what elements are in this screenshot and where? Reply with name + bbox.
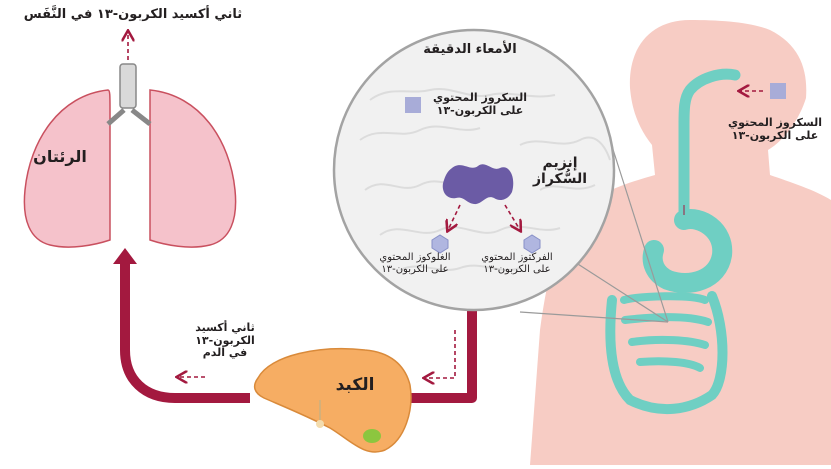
- enzyme-shape: [443, 164, 514, 204]
- sucrose-input-line2: على الكربون-١٣: [721, 130, 829, 143]
- sucrose-marker: [405, 97, 421, 113]
- sucrose-inside-line1: السكروز المحتوي: [420, 92, 540, 105]
- sucrose-inside-line2: على الكربون-١٣: [420, 105, 540, 118]
- sucrose-input-line1: السكروز المحتوي: [721, 117, 829, 130]
- breath-label: ثاني أكسيد الكربون-١٣ في النَّفَس: [8, 8, 258, 23]
- sucrose-inside-label: السكروز المحتوي على الكربون-١٣: [420, 92, 540, 117]
- glucose-line2: على الكربون-١٣: [365, 264, 465, 276]
- fructose-label: الفركتوز المحتوي على الكربون-١٣: [467, 252, 567, 275]
- liver: [255, 349, 411, 452]
- small-intestine-label: الأمعاء الدقيقة: [405, 43, 535, 58]
- enzyme-line1: إنزيم: [520, 155, 600, 171]
- enzyme-label: إنزيم السُّكراز: [520, 155, 600, 187]
- pathway-arrowhead: [113, 248, 137, 264]
- glucose-line1: الغلوكوز المحتوي: [365, 252, 465, 264]
- enzyme-line2: السُّكراز: [520, 171, 600, 187]
- sucrose-input-marker: [770, 83, 786, 99]
- lungs-label: الرئتان: [20, 148, 100, 166]
- fructose-line1: الفركتوز المحتوي: [467, 252, 567, 264]
- fructose-line2: على الكربون-١٣: [467, 264, 567, 276]
- blood-co2-line3: في الدم: [175, 347, 275, 360]
- blood-co2-line1: ثاني أكسيد: [175, 322, 275, 335]
- glucose-label: الغلوكوز المحتوي على الكربون-١٣: [365, 252, 465, 275]
- liver-label: الكبد: [305, 376, 405, 396]
- sucrose-input-label: السكروز المحتوي على الكربون-١٣: [721, 117, 829, 142]
- blood-co2-label: ثاني أكسيد الكربون-١٣ في الدم: [175, 322, 275, 360]
